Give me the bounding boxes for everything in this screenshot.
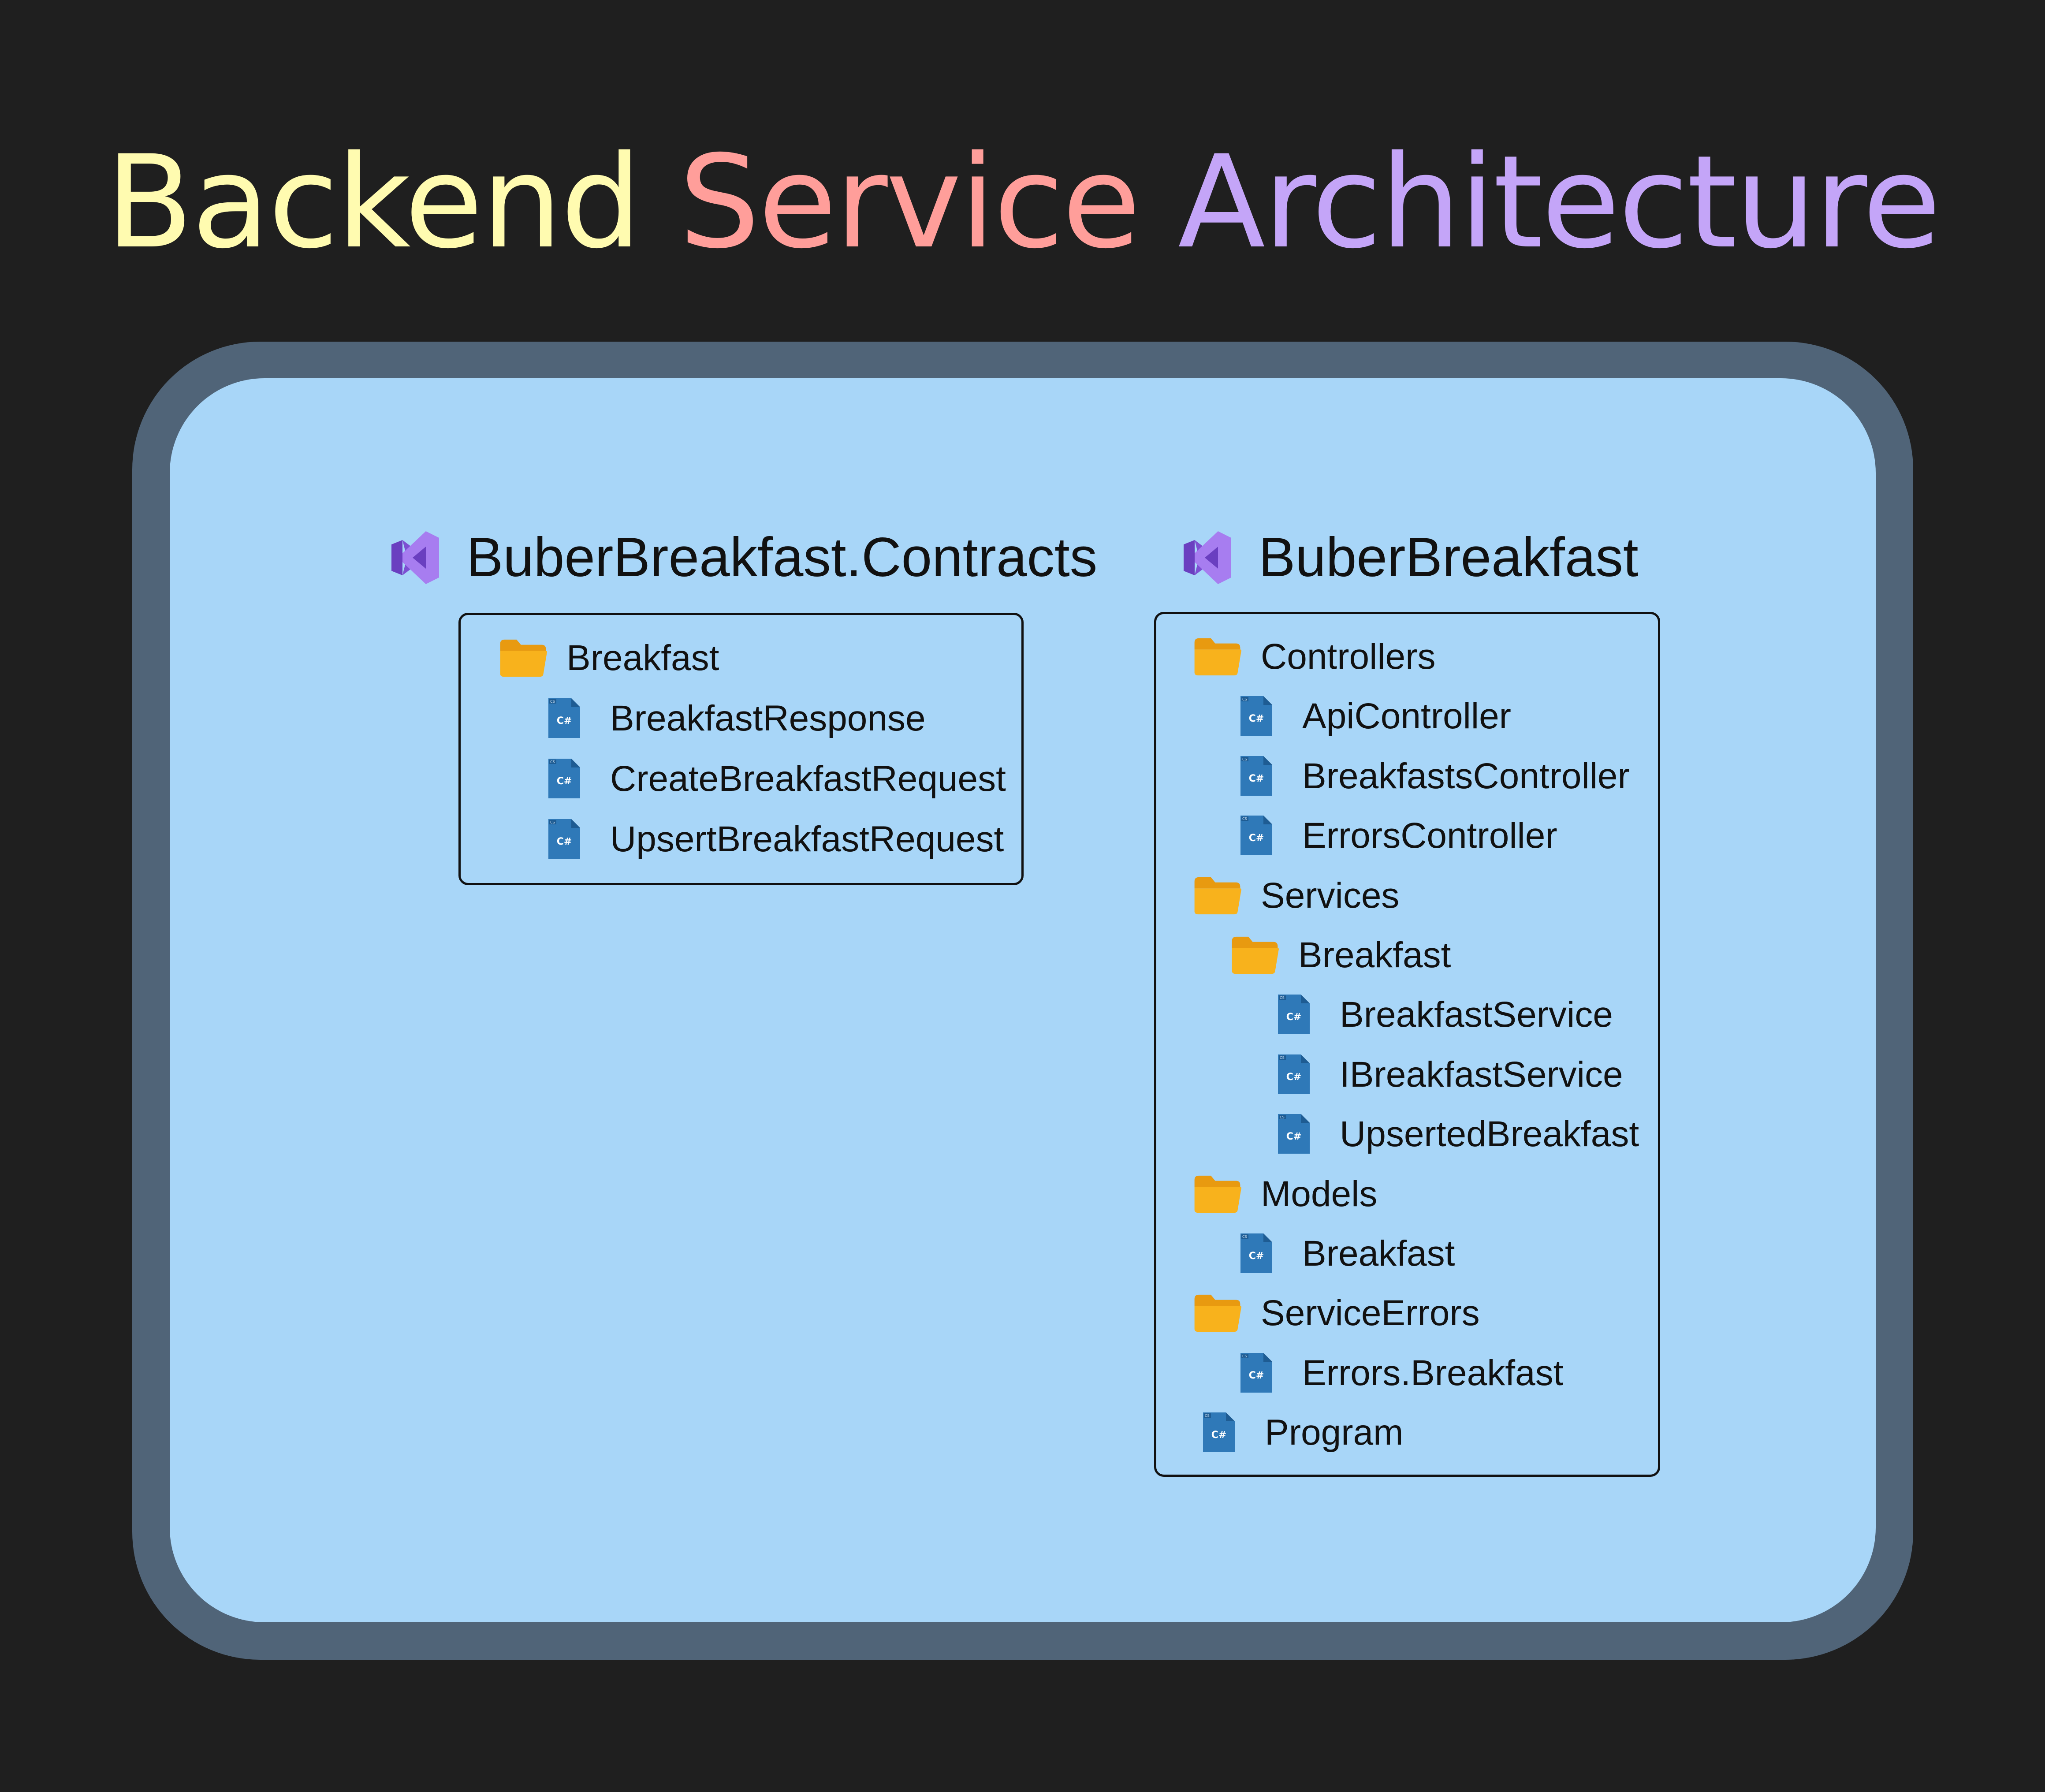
svg-text:C#: C#: [557, 715, 572, 726]
csharp-file-icon: CS C#: [548, 698, 580, 738]
tree-file-row[interactable]: CS C# BreakfastResponse: [538, 689, 926, 748]
svg-text:CS: CS: [1205, 1414, 1210, 1418]
svg-text:C#: C#: [1249, 833, 1264, 844]
svg-text:C#: C#: [1286, 1012, 1302, 1023]
svg-text:CS: CS: [550, 820, 555, 824]
folder-icon: [1194, 638, 1242, 675]
folder-icon: [1194, 1294, 1242, 1332]
tree-folder-row[interactable]: Models: [1192, 1164, 1377, 1224]
visual-studio-icon: [391, 531, 439, 584]
title-word-backend: Backend: [105, 128, 642, 277]
project-header-api: BuberBreakfast: [1175, 527, 1639, 589]
svg-text:CS: CS: [550, 700, 555, 704]
tree-file-row[interactable]: CS C# IBreakfastService: [1267, 1045, 1623, 1104]
csharp-file-icon: CS C#: [548, 819, 580, 859]
file-label: UpsertBreakfastRequest: [610, 819, 1004, 859]
svg-text:C#: C#: [1249, 773, 1264, 784]
file-label: BreakfastResponse: [610, 698, 926, 738]
folder-label: Breakfast: [566, 637, 719, 678]
svg-text:C#: C#: [1249, 1251, 1264, 1262]
folder-icon: [1194, 1175, 1242, 1213]
tree-file-row[interactable]: CS C# Program: [1192, 1403, 1403, 1462]
file-label: ApiController: [1302, 696, 1511, 736]
tree-file-row[interactable]: CS C# UpsertedBreakfast: [1267, 1104, 1639, 1164]
csharp-file-icon: CS C#: [1203, 1412, 1235, 1452]
tree-file-row[interactable]: CS C# Breakfast: [1230, 1224, 1455, 1283]
svg-text:CS: CS: [1242, 817, 1247, 821]
csharp-file-icon: CS C#: [1240, 756, 1272, 796]
csharp-file-icon: CS C#: [1240, 1352, 1272, 1393]
csharp-file-icon: CS C#: [1278, 1054, 1310, 1094]
file-label: Errors.Breakfast: [1302, 1352, 1564, 1393]
csharp-file-icon: CS C#: [1240, 696, 1272, 736]
tree-folder-row[interactable]: Breakfast: [1230, 925, 1451, 985]
svg-text:C#: C#: [1249, 713, 1264, 724]
title-word-architecture: Architecture: [1177, 128, 1941, 277]
svg-text:CS: CS: [1242, 757, 1247, 761]
file-label: Program: [1265, 1412, 1404, 1453]
file-label: IBreakfastService: [1340, 1054, 1623, 1095]
svg-text:CS: CS: [550, 760, 555, 764]
svg-text:C#: C#: [557, 836, 572, 847]
tree-file-row[interactable]: CS C# ErrorsController: [1230, 806, 1557, 865]
svg-text:C#: C#: [557, 776, 572, 787]
folder-icon: [500, 639, 548, 677]
tree-file-row[interactable]: CS C# UpsertBreakfastRequest: [538, 809, 1004, 869]
file-label: Breakfast: [1302, 1233, 1455, 1274]
file-label: BreakfastService: [1340, 994, 1613, 1035]
project-tree-api: [1154, 612, 1660, 1477]
file-label: UpsertedBreakfast: [1340, 1114, 1639, 1154]
csharp-file-icon: CS C#: [1240, 815, 1272, 855]
tree-file-row[interactable]: CS C# Errors.Breakfast: [1230, 1343, 1563, 1403]
diagram-panel: [170, 378, 1876, 1622]
svg-text:C#: C#: [1211, 1430, 1227, 1441]
tree-file-row[interactable]: CS C# BreakfastService: [1267, 985, 1613, 1044]
folder-icon: [1194, 877, 1242, 914]
svg-text:CS: CS: [1242, 1354, 1247, 1358]
file-label: CreateBreakfastRequest: [610, 758, 1006, 799]
project-header-contracts: BuberBreakfast.Contracts: [383, 527, 1097, 589]
csharp-file-icon: CS C#: [1240, 1233, 1272, 1273]
svg-text:C#: C#: [1286, 1131, 1302, 1142]
folder-label: Controllers: [1261, 636, 1436, 677]
folder-label: ServiceErrors: [1261, 1293, 1480, 1333]
csharp-file-icon: CS C#: [548, 758, 580, 798]
tree-file-row[interactable]: CS C# BreakfastsController: [1230, 746, 1630, 806]
project-name: BuberBreakfast.Contracts: [466, 527, 1098, 588]
project-tree-contracts: [458, 613, 1024, 885]
folder-label: Breakfast: [1298, 935, 1451, 975]
tree-file-row[interactable]: CS C# ApiController: [1230, 686, 1511, 746]
page-title: Backend Service Architecture: [0, 128, 2045, 278]
folder-icon: [1232, 936, 1279, 974]
svg-text:C#: C#: [1249, 1370, 1264, 1381]
svg-text:CS: CS: [1280, 996, 1285, 1000]
folder-label: Services: [1261, 875, 1400, 916]
csharp-file-icon: CS C#: [1278, 994, 1310, 1034]
csharp-file-icon: CS C#: [1278, 1114, 1310, 1154]
tree-folder-row[interactable]: Controllers: [1192, 627, 1435, 686]
file-label: ErrorsController: [1302, 815, 1557, 856]
folder-label: Models: [1261, 1174, 1378, 1214]
tree-folder-row[interactable]: ServiceErrors: [1192, 1283, 1480, 1343]
project-name: BuberBreakfast: [1259, 527, 1639, 588]
svg-text:C#: C#: [1286, 1072, 1302, 1083]
svg-text:CS: CS: [1280, 1115, 1285, 1119]
tree-folder-row[interactable]: Breakfast: [498, 628, 719, 688]
svg-text:CS: CS: [1242, 697, 1247, 701]
tree-file-row[interactable]: CS C# CreateBreakfastRequest: [538, 749, 1006, 808]
svg-text:CS: CS: [1280, 1056, 1285, 1060]
title-word-service: Service: [678, 128, 1141, 277]
tree-folder-row[interactable]: Services: [1192, 866, 1399, 925]
file-label: BreakfastsController: [1302, 756, 1630, 796]
visual-studio-icon: [1184, 531, 1231, 584]
svg-text:CS: CS: [1242, 1235, 1247, 1239]
